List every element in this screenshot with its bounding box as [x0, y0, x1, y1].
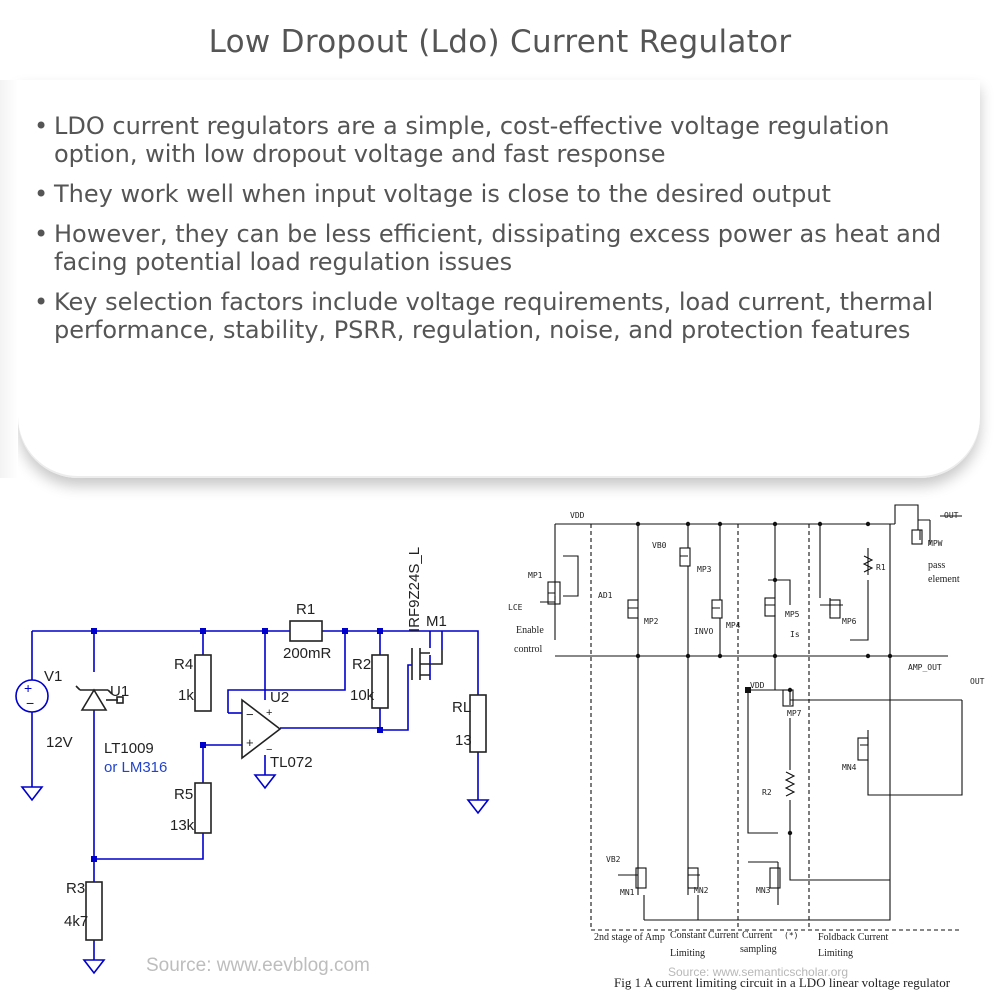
ldo-current-regulator-schematic: + − V1 12V U1 LT1009 or LM316 R: [15, 547, 490, 975]
mp2-label: MP2: [644, 617, 659, 626]
mn4-label: MN4: [842, 763, 857, 772]
figure-caption: Fig 1 A current limiting circuit in a LD…: [614, 975, 951, 990]
pass-label: pass: [928, 560, 945, 571]
r4-value: 1k: [178, 687, 194, 704]
section-sampling: sampling: [740, 944, 777, 955]
ground-symbols: [20, 774, 490, 975]
mp6-label: MP6: [842, 617, 857, 626]
section-constant-limiting: Limiting: [670, 948, 705, 959]
bullet-list: LDO current regulators are a simple, cos…: [34, 112, 974, 356]
r1-value: 200mR: [283, 645, 332, 662]
junction-dots: [91, 628, 383, 862]
invo-label: INVO: [694, 627, 713, 636]
v1-label: V1: [44, 668, 62, 685]
r1-label: R1: [296, 601, 315, 618]
v1-value: 12V: [46, 734, 73, 751]
mn1-label: MN1: [620, 888, 635, 897]
r2-value: 10k: [350, 687, 375, 704]
r3-label: R3: [66, 880, 85, 897]
lce-label: LCE: [508, 603, 523, 612]
left-source-credit: Source: www.eevblog.com: [146, 955, 370, 976]
schematic-labels: V1 12V U1 LT1009 or LM316 R1 200mR R2 10…: [44, 547, 472, 930]
vb0-label: VB0: [652, 541, 667, 550]
svg-text:+: +: [24, 680, 32, 696]
u2-plus: +: [246, 735, 254, 750]
control-label: control: [514, 644, 543, 655]
transistor-symbols: [547, 529, 923, 889]
m1-label: M1: [426, 613, 447, 630]
mp1-label: MP1: [528, 571, 543, 580]
section-foldback-limiting: Limiting: [818, 948, 853, 959]
mp5-label: MP5: [785, 610, 800, 619]
mn2-label: MN2: [694, 886, 709, 895]
u1-part: LT1009: [104, 740, 154, 757]
amp-out-label: AMP_OUT: [908, 663, 942, 672]
u1-label: U1: [110, 683, 129, 700]
mp4-label: MP4: [726, 621, 741, 630]
mpw-label: MPW: [928, 539, 943, 548]
u2-minus: −: [246, 707, 254, 722]
r2-label: R2: [762, 788, 772, 797]
vdd-label: VDD: [570, 511, 585, 520]
element-label: element: [928, 574, 960, 585]
u2-minus-rail: −: [266, 744, 272, 756]
bullet-item: However, they can be less efficient, dis…: [34, 220, 974, 276]
is-label: Is: [790, 630, 800, 639]
mp7-label: MP7: [787, 709, 802, 718]
node-dots: [635, 521, 893, 836]
resistor-bodies: [85, 620, 487, 941]
section-2nd-stage: 2nd stage of Amp: [594, 932, 665, 943]
vb2-label: VB2: [606, 855, 621, 864]
r2-label: R2: [352, 656, 371, 673]
rl-value: 13: [455, 732, 472, 749]
page-title: Low Dropout (Ldo) Current Regulator: [208, 24, 792, 60]
u2-opamp: [241, 698, 282, 760]
out-top-label: OUT: [944, 511, 959, 520]
r3-value: 4k7: [64, 913, 88, 930]
r1-label: R1: [876, 563, 886, 572]
schematic-lines: [540, 504, 963, 931]
vdd2-label: VDD: [750, 681, 765, 690]
rl-label: RL: [452, 699, 471, 716]
r4-label: R4: [174, 656, 193, 673]
section-current: Current: [742, 930, 773, 941]
v1-source: + −: [15, 679, 49, 713]
section-labels: 2nd stage of Amp Constant Current Limiti…: [594, 930, 888, 959]
ad1-label: AD1: [598, 591, 613, 600]
u1-reference: [75, 685, 124, 711]
mn3-label: MN3: [756, 886, 771, 895]
section-constant-current: Constant Current: [670, 930, 739, 941]
section-foldback: Foldback Current: [818, 932, 888, 943]
bullet-item: LDO current regulators are a simple, cos…: [34, 112, 974, 168]
u2-plus-rail: +: [266, 707, 272, 719]
m1-part: IRF9Z24S_L: [406, 547, 423, 632]
mp3-label: MP3: [697, 565, 712, 574]
bullet-item: They work well when input voltage is clo…: [34, 180, 974, 208]
u2-part: TL072: [270, 754, 313, 771]
out-right-label: OUT: [970, 677, 985, 686]
u2-label: U2: [270, 689, 289, 706]
bullet-item: Key selection factors include voltage re…: [34, 288, 974, 344]
svg-text:−: −: [26, 695, 34, 711]
annotation-label: (*): [784, 931, 798, 940]
r5-label: R5: [174, 786, 193, 803]
enable-label: Enable: [516, 625, 544, 636]
current-limiting-ldo-schematic: VDD OUT MP1 LCE Enable control VB0 MP3 A…: [508, 504, 985, 959]
right-source-credit: Source: www.semanticscholar.org: [668, 965, 849, 979]
schematic-labels: VDD OUT MP1 LCE Enable control VB0 MP3 A…: [508, 511, 985, 940]
u1-alt-part: or LM316: [104, 759, 167, 776]
r5-value: 13k: [170, 817, 195, 834]
m1-mosfet: [411, 648, 443, 680]
